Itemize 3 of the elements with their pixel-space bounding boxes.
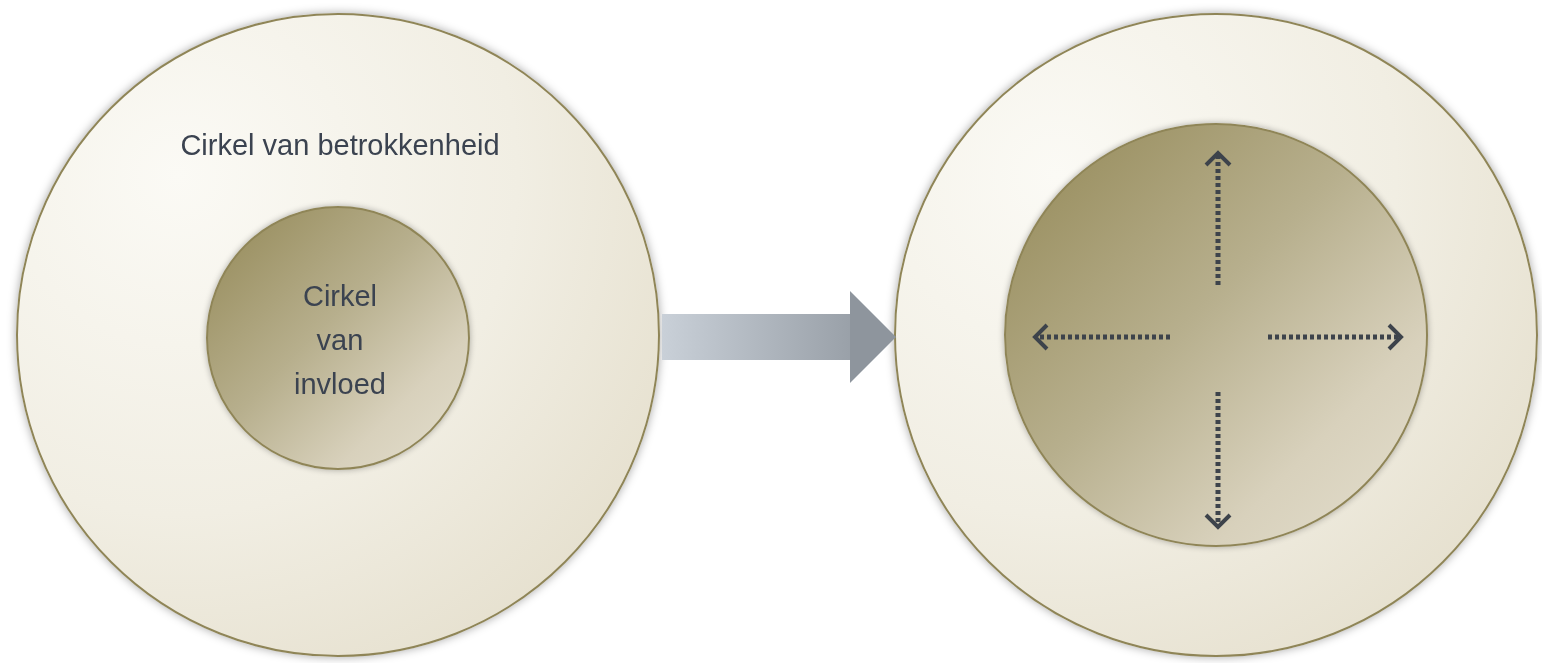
circle-label: Cirkel van invloed xyxy=(293,279,387,402)
circle-label: Cirkel van betrokkenheid xyxy=(179,128,501,163)
block-arrow xyxy=(662,291,896,383)
